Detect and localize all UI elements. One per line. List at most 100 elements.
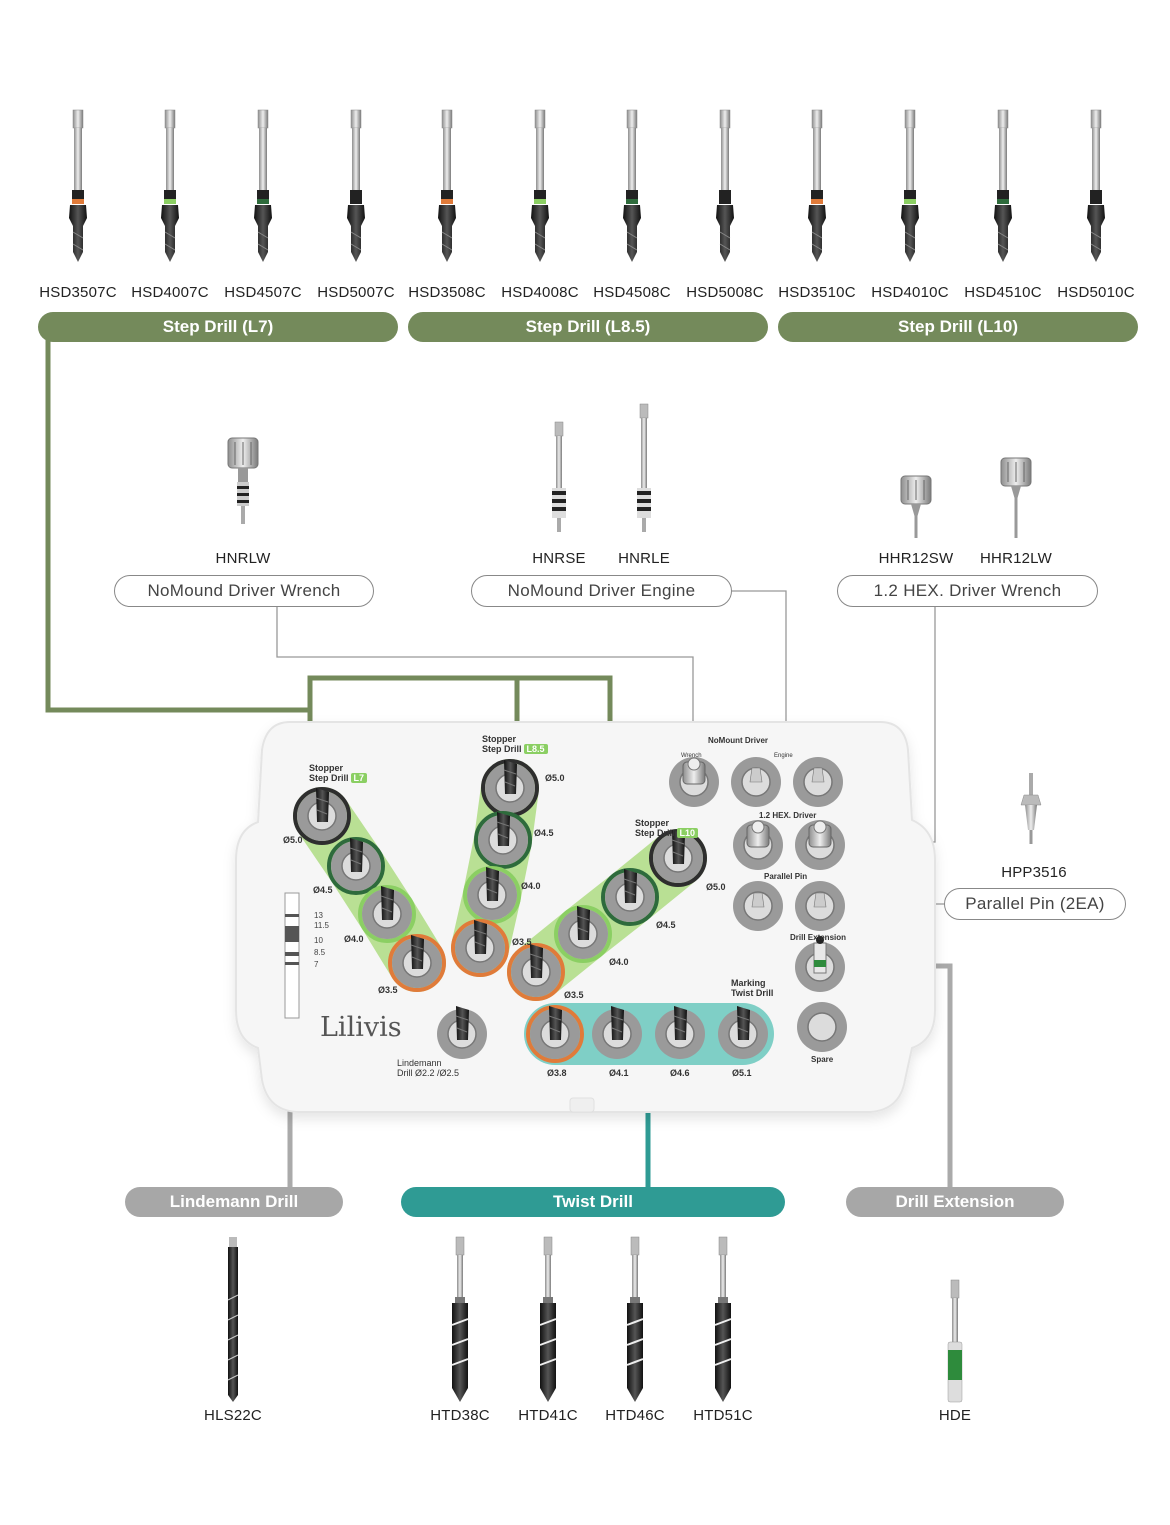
step-drill-hsd3507c [69,109,87,262]
code-htd51c: HTD51C [693,1407,753,1424]
tool-htd38c [451,1236,469,1402]
dia-twist-41: Ø4.1 [609,1068,629,1078]
socket-spare [797,1002,847,1052]
socket-twist-3 [718,1006,768,1059]
bottom-tools-row [227,1236,963,1403]
tool-hls22c [227,1237,239,1402]
code-hsd5007c: HSD5007C [317,284,395,301]
driver-hnrlw [227,437,259,524]
dia-l7-40: Ø4.0 [344,934,364,944]
scale-7: 7 [314,960,319,969]
code-hsd5010c: HSD5010C [1057,284,1135,301]
code-hsd5008c: HSD5008C [686,284,764,301]
code-hsd3508c: HSD3508C [408,284,486,301]
kit-extension: Drill Extension [790,933,847,942]
label-parallel-pin: Parallel Pin (2EA) [944,888,1126,920]
code-hhr12sw: HHR12SW [878,550,954,567]
socket-hex-2 [795,820,845,870]
driver-hnrle [637,403,651,532]
drivers-row [227,403,1042,844]
driver-hhr12sw [900,475,932,538]
step-drill-hsd5010c [1087,109,1105,262]
tool-hde [947,1279,963,1403]
dia-l7-45: Ø4.5 [313,885,333,895]
socket-lindemann [437,1006,487,1059]
code-hsd4007c: HSD4007C [131,284,209,301]
socket-l10-0 [649,829,707,887]
group-step-drill-l7: Step Drill (L7) [38,312,398,342]
socket-l10-2 [554,905,612,963]
socket-twist-2 [655,1006,705,1059]
socket-l7-1 [327,837,385,895]
socket-twist-0 [526,1005,584,1063]
socket-l85-2 [463,866,521,924]
socket-l7-2 [358,885,416,943]
socket-twist-1 [592,1006,642,1059]
code-hsd4008c: HSD4008C [501,284,579,301]
driver-hhr12lw [1000,457,1032,538]
code-hnrse: HNRSE [532,550,586,567]
socket-hex-1 [733,820,783,870]
socket-l7-3 [388,934,446,992]
dia-twist-51: Ø5.1 [732,1068,752,1078]
scale-10: 10 [314,936,323,945]
code-hde: HDE [938,1407,972,1424]
step-drill-hsd3508c [438,109,456,262]
dia-l7-50: Ø5.0 [283,835,303,845]
socket-l85-3 [451,919,509,977]
kit-parallel: Parallel Pin [764,872,808,881]
tool-htd51c [714,1236,732,1402]
dia-l85-40: Ø4.0 [521,881,541,891]
group-lindemann-drill: Lindemann Drill [125,1187,343,1217]
socket-nomount-wrench [669,757,719,807]
kit-nomount: NoMount Driver [708,736,768,745]
step-drill-hsd4010c [901,109,919,262]
scale-8-5: 8.5 [314,948,326,957]
dia-l7-35: Ø3.5 [378,985,398,995]
dia-l10-35: Ø3.5 [564,990,584,1000]
code-hnrlw: HNRLW [215,550,271,567]
step-drills-row [69,109,1105,262]
code-hsd4508c: HSD4508C [593,284,671,301]
kit-logo: Lilivis [320,1012,402,1043]
step-drill-hsd4508c [623,109,641,262]
label-hex-wrench: 1.2 HEX. Driver Wrench [837,575,1098,607]
label-nomound-wrench: NoMound Driver Wrench [114,575,374,607]
step-drill-hsd3510c [808,109,826,262]
step-drill-hsd4510c [994,109,1012,262]
kit-wrench: Wrench [681,753,702,759]
dia-l85-35: Ø3.5 [512,937,532,947]
group-twist-drill: Twist Drill [401,1187,785,1217]
dia-l10-40: Ø4.0 [609,957,629,967]
dia-l10-50: Ø5.0 [706,882,726,892]
kit-hex: 1.2 HEX. Driver [759,811,817,820]
code-hhr12lw: HHR12LW [980,550,1052,567]
code-htd41c: HTD41C [518,1407,578,1424]
scale-13: 13 [314,911,323,920]
dia-l85-50: Ø5.0 [545,773,565,783]
pin-hpp3516 [1020,773,1042,844]
code-htd46c: HTD46C [605,1407,665,1424]
tool-htd41c [539,1236,557,1402]
code-hsd4010c: HSD4010C [871,284,949,301]
step-drill-hsd4008c [531,109,549,262]
tool-htd46c [626,1236,644,1402]
code-hls22c: HLS22C [204,1407,262,1424]
dia-twist-46: Ø4.6 [670,1068,690,1078]
dia-l85-45: Ø4.5 [534,828,554,838]
code-hpp3516: HPP3516 [1001,864,1067,881]
step-drill-hsd5007c [347,109,365,262]
dia-l10-45: Ø4.5 [656,920,676,930]
socket-l85-1 [474,811,532,869]
step-drill-hsd4507c [254,109,272,262]
code-htd38c: HTD38C [430,1407,490,1424]
code-hsd4507c: HSD4507C [224,284,302,301]
dia-twist-38: Ø3.8 [547,1068,567,1078]
scale-11-5: 11.5 [314,921,329,930]
code-hsd4510c: HSD4510C [964,284,1042,301]
